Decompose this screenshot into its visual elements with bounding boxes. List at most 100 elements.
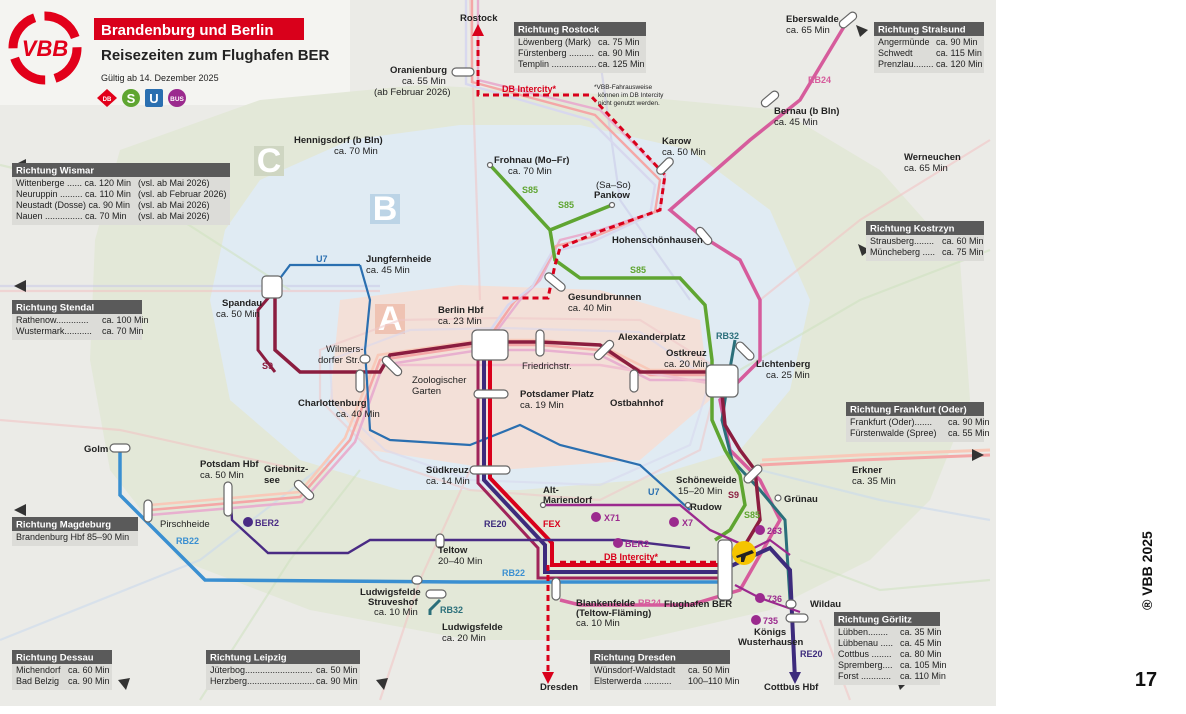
direction-box-title: Richtung Kostrzyn (870, 224, 955, 235)
svg-text:735: 735 (763, 616, 778, 626)
stop-frohnau[interactable] (486, 161, 494, 169)
direction-box-title: Richtung Stendal (16, 303, 94, 314)
stop-koenigs-wusterhausen[interactable] (785, 613, 809, 623)
direction-box-title-bar (514, 22, 646, 36)
stop-potsdam-hbf[interactable] (223, 481, 233, 517)
svg-text:X7: X7 (682, 518, 693, 528)
stop-bernau[interactable] (760, 90, 780, 109)
mode-icons: DB S U BUS (97, 89, 186, 107)
direction-box-place: Elsterwerda ........... (594, 676, 672, 686)
direction-box-place: Templin .................. (518, 59, 597, 69)
direction-box-time: ca. 75 Min (942, 247, 984, 257)
stop-suedkreuz[interactable] (469, 465, 511, 475)
direction-box-time: ca. 90 Min (936, 37, 978, 47)
hub-flughafen-ber[interactable] (717, 539, 733, 601)
direction-box-place: Michendorf (16, 665, 61, 675)
stop-eberswalde[interactable] (838, 11, 858, 30)
ubahn-icon (145, 89, 163, 107)
label-wilmersdorfer: Wilmers-dorfer Str. (318, 344, 363, 366)
direction-box-place: Wittenberge ...... ca. 120 Min (16, 178, 131, 188)
direction-box-time: ca. 60 Min (68, 665, 110, 675)
direction-box-title: Richtung Stralsund (878, 25, 966, 36)
stop-rudow[interactable] (684, 501, 692, 509)
label-rb32-south: RB32 (440, 605, 463, 615)
svg-text:S: S (127, 91, 136, 106)
stop-schoeneweide[interactable] (742, 463, 763, 484)
direction-box-title: Richtung Magdeburg (16, 520, 111, 531)
label-hohenschoenhausen: Hohenschönhausen (612, 235, 703, 246)
direction-box-place: Müncheberg ..... (870, 247, 935, 257)
label-db-intercity-ber: DB Intercity* (604, 552, 659, 562)
label-re20-west: RE20 (484, 519, 507, 529)
stop-blankenfelde[interactable] (551, 577, 561, 601)
stop-hohenschoenhausen[interactable] (695, 226, 714, 246)
stop-lichtenberg[interactable] (734, 340, 755, 361)
stop-teltow[interactable] (435, 533, 445, 549)
stop-wildau[interactable] (785, 599, 797, 609)
db-rail-icon (97, 89, 117, 107)
hub-spandau[interactable] (261, 275, 283, 299)
direction-box-leipzig: Richtung LeipzigJüterbog................… (206, 650, 360, 690)
zone-b-badge (370, 194, 400, 224)
stop-zoo[interactable] (381, 355, 404, 378)
hub-ostkreuz[interactable] (705, 364, 739, 398)
direction-box-time: (vsl. ab Mai 2026) (138, 178, 210, 188)
direction-box-time: (vsl. ab Mai 2026) (138, 200, 210, 210)
stop-oranienburg[interactable] (451, 67, 475, 77)
label-dresden: Dresden (540, 682, 578, 693)
stop-pirschheide[interactable] (143, 499, 153, 523)
label-hennigsdorf: Hennigsdorf (b Bln)ca. 70 Min (294, 135, 383, 157)
svg-text:BUS: BUS (170, 96, 184, 103)
stop-friedrichstr[interactable] (535, 329, 545, 357)
hub-berlin-hbf[interactable] (471, 329, 509, 361)
label-friedrichstr: Friedrichstr. (522, 361, 572, 372)
direction-box-title-bar (866, 221, 984, 235)
stop-griebnitzsee[interactable] (293, 479, 316, 502)
stop-ludwigsfelde[interactable] (425, 589, 447, 599)
direction-box-title: Richtung Wismar (16, 166, 94, 177)
stop-karow[interactable] (655, 156, 675, 176)
stop-gesundbrunnen[interactable] (543, 271, 567, 293)
bus-badge-ber2-west: BER2 (243, 517, 279, 528)
label-cottbus-hbf: Cottbus Hbf (764, 682, 819, 693)
direction-box-place: Wustermark........... (16, 326, 92, 336)
direction-box-place: Frankfurt (Oder)....... (850, 417, 932, 427)
zone-c-badge (254, 146, 284, 176)
direction-box-time: ca. 120 Min (936, 59, 983, 69)
arrow-cottbus (789, 672, 801, 684)
stop-pankow[interactable] (608, 201, 616, 209)
stop-alexanderplatz[interactable] (593, 339, 616, 362)
stop-ostbahnhof[interactable] (629, 369, 639, 393)
stop-alt-mariendorf[interactable] (539, 501, 547, 509)
zone-b-letter: B (373, 190, 398, 228)
stop-charlottenburg[interactable] (355, 369, 365, 393)
sbahn-icon (122, 89, 140, 107)
direction-box-frankfurt: Richtung Frankfurt (Oder)Frankfurt (Oder… (846, 402, 990, 442)
direction-box-time: ca. 90 Min (68, 676, 110, 686)
label-flughafen-ber: Flughafen BER (664, 599, 732, 610)
bus-badge-735: 735 (751, 615, 778, 626)
arrow-kostrzyn (858, 244, 870, 256)
direction-box-place: Neustadt (Dosse) ca. 90 Min (16, 200, 130, 210)
svg-text:DB: DB (103, 97, 112, 103)
background-network (0, 0, 991, 701)
stop-potsdamer-platz[interactable] (473, 389, 509, 399)
stop-gruenau[interactable] (774, 494, 782, 502)
stop-wilmersdorfer[interactable] (359, 354, 371, 364)
direction-box-time: ca. 90 Min (948, 417, 990, 427)
label-rb24-north: RB24 (808, 75, 831, 85)
copyright-text: ® VBB 2025 (1139, 531, 1155, 610)
direction-box-time: ca. 70 Min (102, 326, 144, 336)
stop-struveshof[interactable] (411, 575, 423, 585)
stop-golm[interactable] (109, 443, 131, 453)
label-alexanderplatz: Alexanderplatz (618, 332, 686, 343)
label-ostbahnhof: Ostbahnhof (610, 398, 664, 409)
